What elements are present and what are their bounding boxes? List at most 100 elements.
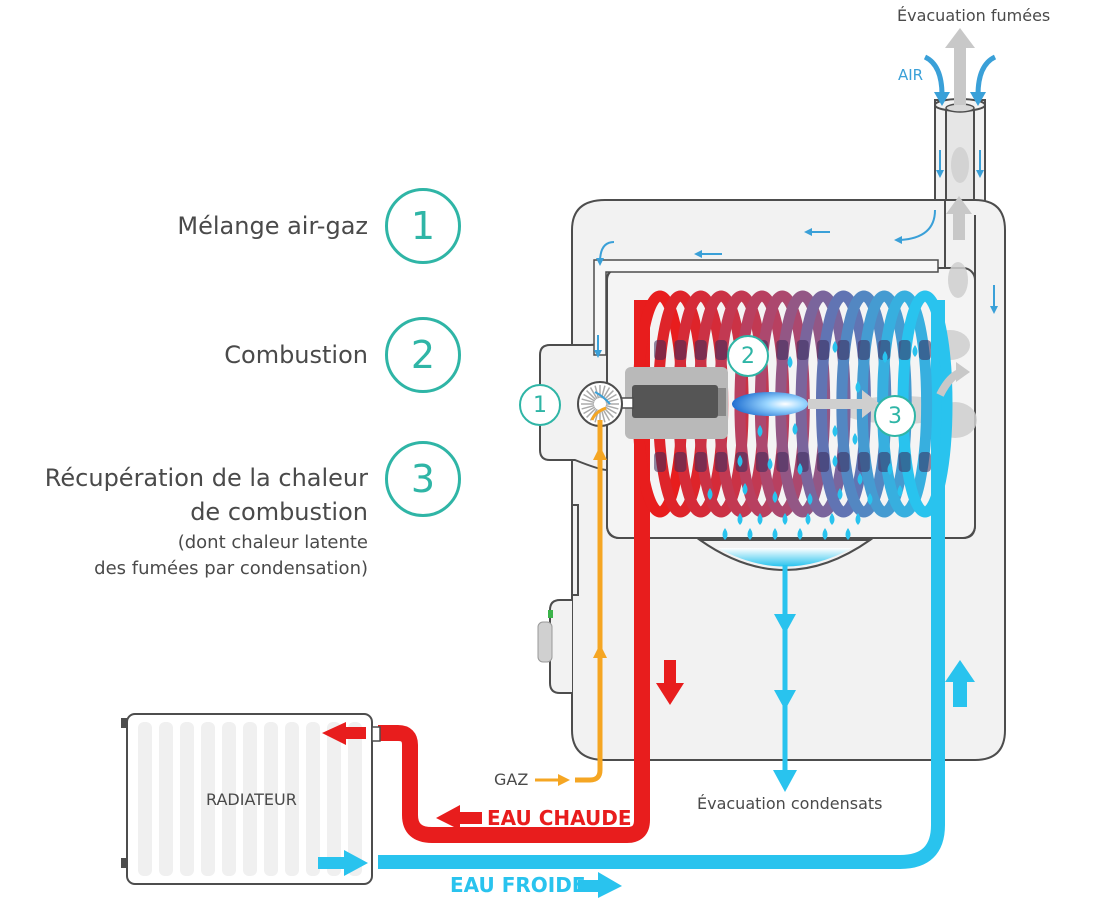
burner xyxy=(604,367,880,439)
legend-label-1: Mélange air-gaz xyxy=(177,212,368,240)
water-droplet xyxy=(829,513,835,525)
coil-section xyxy=(715,340,728,360)
coil-section xyxy=(817,452,830,472)
hot-water-pipe xyxy=(378,300,650,843)
label-flue-exhaust: Évacuation fumées xyxy=(897,6,1051,25)
label-condensate-drain: Évacuation condensats xyxy=(697,794,883,813)
label-air: AIR xyxy=(898,66,924,84)
water-droplet xyxy=(832,455,838,467)
label-cold-water: EAU FROIDE xyxy=(450,873,586,897)
coil-section xyxy=(694,452,707,472)
coil-section xyxy=(837,340,850,360)
water-droplet xyxy=(855,381,861,393)
water-droplet xyxy=(747,528,753,540)
water-droplet xyxy=(742,483,748,495)
water-droplet xyxy=(797,463,803,475)
status-led xyxy=(548,610,553,618)
water-droplet xyxy=(782,513,788,525)
radiator-fin xyxy=(285,722,299,876)
gas-pipe xyxy=(535,406,607,786)
coil-section xyxy=(674,340,687,360)
water-droplet xyxy=(757,513,763,525)
coil-section xyxy=(755,452,768,472)
water-droplet xyxy=(737,513,743,525)
water-droplet xyxy=(772,491,778,503)
fan-blade xyxy=(603,390,614,401)
coil-section xyxy=(857,452,870,472)
radiator-fin xyxy=(264,722,278,876)
water-droplet xyxy=(832,425,838,437)
legend-label-2: Combustion xyxy=(224,341,368,369)
radiator-fin xyxy=(348,722,362,876)
water-droplet xyxy=(757,425,763,437)
fan-blade xyxy=(581,398,595,404)
hot-water-arrows xyxy=(322,660,684,830)
coil-section xyxy=(796,340,809,360)
water-droplet xyxy=(882,351,888,363)
water-droplet xyxy=(707,488,713,500)
water-droplet xyxy=(912,345,918,357)
air-gas-mixer xyxy=(577,381,623,427)
radiator-fin xyxy=(327,722,341,876)
fan-blade xyxy=(583,406,596,415)
water-droplet xyxy=(767,458,773,470)
coil-section xyxy=(898,452,911,472)
water-droplet xyxy=(857,473,863,485)
exhaust-arrows xyxy=(936,28,975,397)
radiator xyxy=(121,713,381,885)
cold-water-pipe xyxy=(378,300,945,869)
coil-section xyxy=(817,340,830,360)
condensate-pool xyxy=(718,548,852,567)
radiator-fin xyxy=(243,722,257,876)
legend-number-2: 2 xyxy=(385,317,461,393)
water-droplet xyxy=(792,423,798,435)
air-flow-arrows xyxy=(594,54,998,358)
fan-blade xyxy=(583,393,596,402)
label-radiator: RADIATEUR xyxy=(206,790,297,809)
legend-label-3a: Récupération de la chaleur xyxy=(44,464,368,492)
radiator-fin xyxy=(159,722,173,876)
coil-section xyxy=(898,340,911,360)
label-gas: GAZ xyxy=(494,770,529,789)
water-droplet xyxy=(887,463,893,475)
radiator-fin xyxy=(201,722,215,876)
water-droplet xyxy=(832,341,838,353)
fan-blade xyxy=(589,387,598,400)
control-box xyxy=(549,599,572,694)
fan-blade xyxy=(600,409,606,423)
fan-blade xyxy=(605,404,619,410)
water-droplet xyxy=(897,485,903,497)
water-droplet xyxy=(852,433,858,445)
coil-section xyxy=(878,452,891,472)
coil-section xyxy=(694,340,707,360)
water-droplet xyxy=(845,528,851,540)
coil-section xyxy=(919,452,931,472)
water-droplet xyxy=(772,528,778,540)
coil-section xyxy=(654,452,666,472)
marker-combustion: 2 xyxy=(727,335,769,377)
legend-number-3: 3 xyxy=(385,441,461,517)
water-droplet xyxy=(737,455,743,467)
water-droplet xyxy=(822,528,828,540)
coil-section xyxy=(837,452,850,472)
water-droplet xyxy=(807,493,813,505)
fan-blade xyxy=(586,390,597,401)
coil-section xyxy=(654,340,666,360)
legend-label-3b: de combustion xyxy=(190,498,368,526)
water-droplet xyxy=(855,513,861,525)
air-duct xyxy=(593,259,939,356)
coil-section xyxy=(776,452,789,472)
water-droplet xyxy=(722,528,728,540)
coil-section xyxy=(674,452,687,472)
legend-sublabel-3b: des fumées par condensation) xyxy=(94,558,368,579)
control-knob xyxy=(537,621,553,663)
fan-blade xyxy=(586,407,597,418)
fan-blade xyxy=(604,406,617,415)
coil-section xyxy=(776,340,789,360)
radiator-fin xyxy=(306,722,320,876)
coil-section xyxy=(857,340,870,360)
radiator-fin xyxy=(222,722,236,876)
marker-recovery: 3 xyxy=(874,395,916,437)
fan-blade xyxy=(602,408,611,421)
